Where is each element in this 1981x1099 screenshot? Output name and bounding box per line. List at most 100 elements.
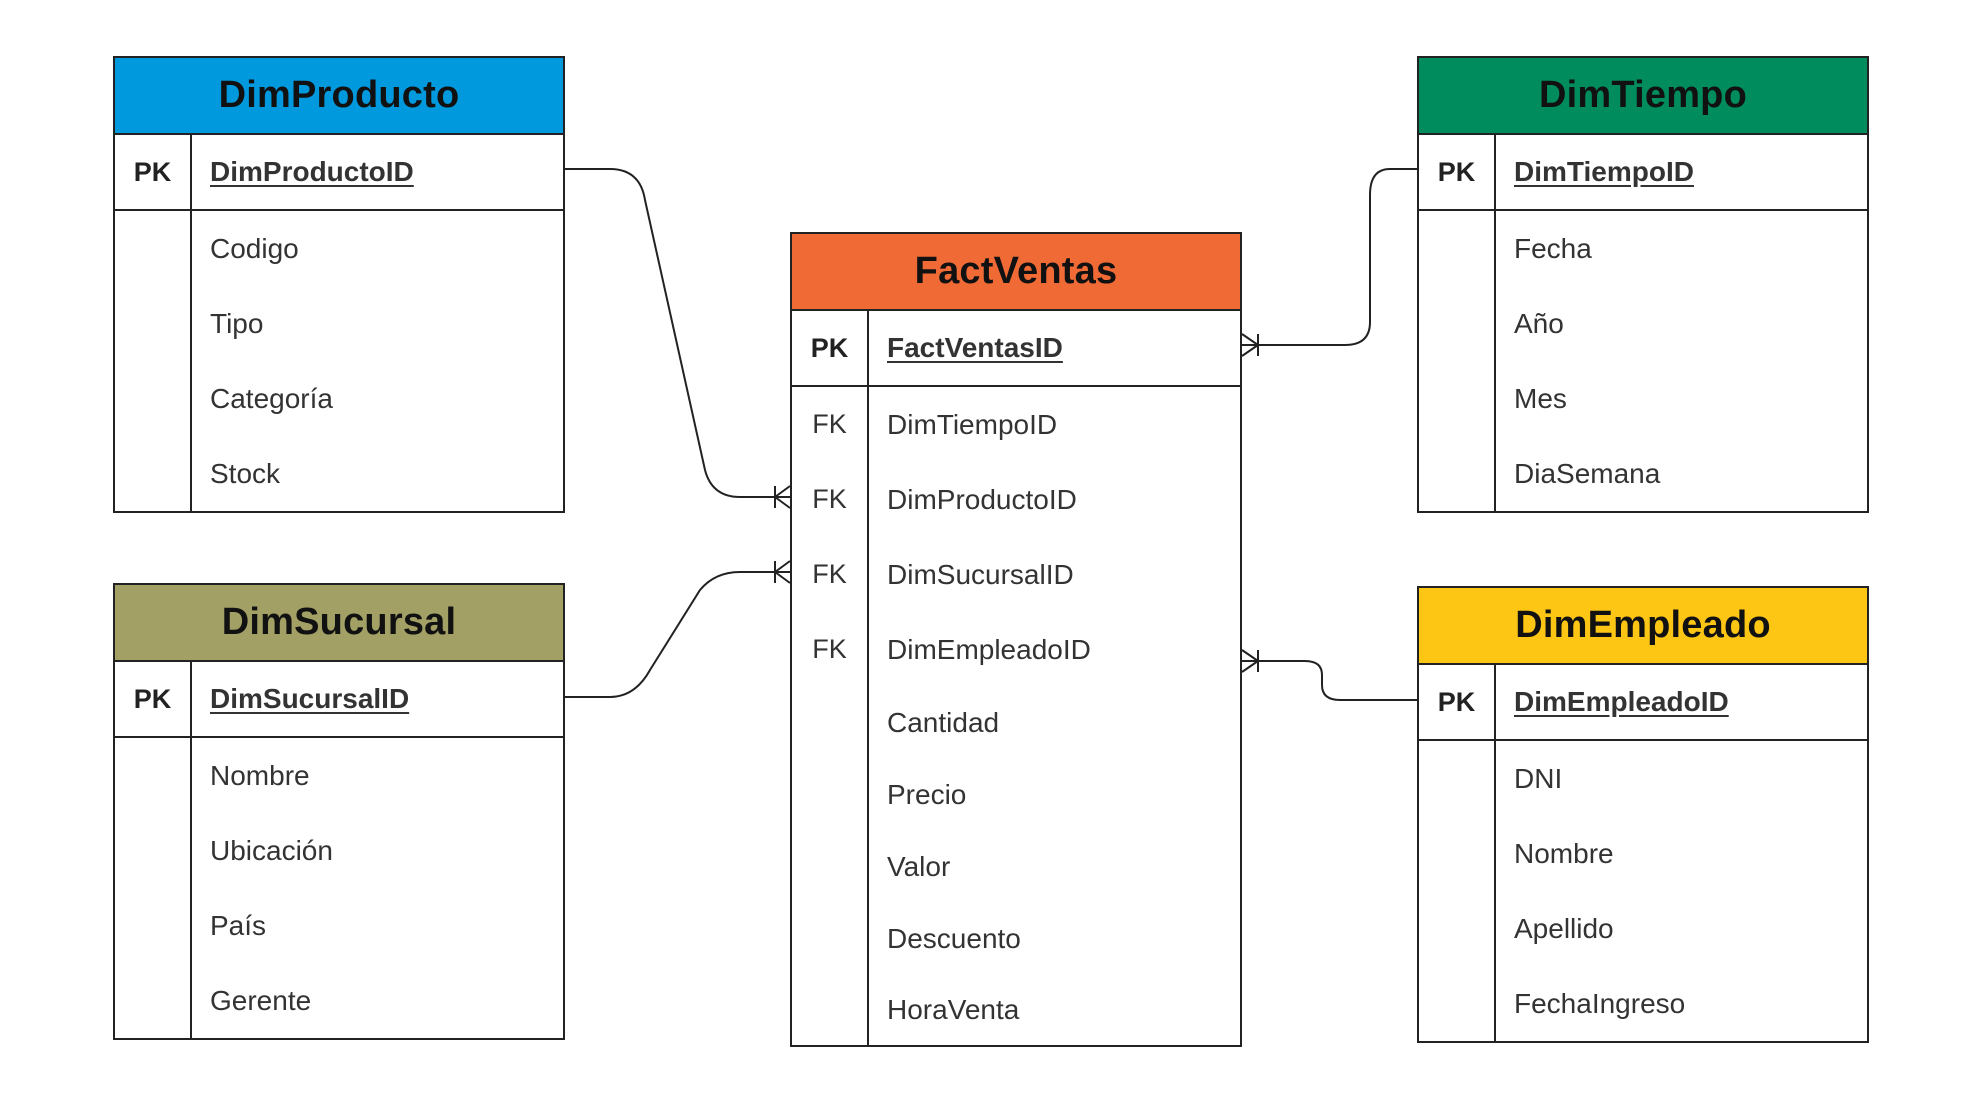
fk-row: FK [792, 387, 867, 462]
entity-title: FactVentas [914, 250, 1118, 292]
field-name: DimEmpleadoID [887, 633, 1091, 665]
entity-dimempleado-header: DimEmpleado [1419, 588, 1867, 665]
field-name: Tipo [210, 307, 264, 339]
primary-key-row: PK FactVentasID [792, 311, 1240, 387]
crows-foot-icon [1241, 333, 1259, 357]
field-row: Ubicación [192, 813, 563, 888]
field-name: Fecha [1514, 232, 1592, 264]
field-name: Ubicación [210, 834, 333, 866]
field-row: DimSucursalID [869, 537, 1240, 612]
entity-dimtiempo[interactable]: DimTiempo PK DimTiempoID Fecha Año Mes D… [1417, 56, 1869, 513]
field-name: Precio [887, 779, 967, 810]
field-row: Stock [192, 436, 563, 511]
field-row: HoraVenta [869, 975, 1240, 1045]
pk-field: DimTiempoID [1514, 156, 1694, 187]
entity-title: DimEmpleado [1515, 604, 1771, 646]
field-name: Codigo [210, 232, 299, 264]
field-name: DiaSemana [1514, 457, 1661, 489]
key-column: FK FK FK FK [792, 387, 869, 1045]
entity-factventas-header: FactVentas [792, 234, 1240, 311]
pk-label: PK [1419, 665, 1496, 739]
field-name: DNI [1514, 762, 1563, 794]
field-name: DimProductoID [887, 483, 1077, 515]
entity-body: Fecha Año Mes DiaSemana [1419, 211, 1867, 511]
fk-row: FK [792, 537, 867, 612]
connector-dimtiempo-factventas [1242, 168, 1417, 346]
key-column [1419, 211, 1496, 511]
entity-dimtiempo-header: DimTiempo [1419, 58, 1867, 135]
field-row: DNI [1496, 741, 1867, 816]
entity-dimsucursal[interactable]: DimSucursal PK DimSucursalID Nombre Ubic… [113, 583, 565, 1040]
entity-factventas[interactable]: FactVentas PK FactVentasID FK FK FK FK D… [790, 232, 1242, 1047]
field-name: Año [1514, 307, 1564, 339]
field-name: DimTiempoID [887, 408, 1058, 440]
pk-label: PK [115, 662, 192, 736]
fk-row: FK [792, 462, 867, 537]
primary-key-row: PK DimEmpleadoID [1419, 665, 1867, 741]
field-row: Precio [869, 759, 1240, 831]
crows-foot-icon [1241, 649, 1259, 673]
field-list: DimTiempoID DimProductoID DimSucursalID … [869, 387, 1240, 1045]
connector-dimempleado-factventas [1242, 660, 1417, 701]
entity-title: DimTiempo [1538, 74, 1748, 116]
entity-dimproducto[interactable]: DimProducto PK DimProductoID Codigo Tipo… [113, 56, 565, 513]
entity-body: DNI Nombre Apellido FechaIngreso [1419, 741, 1867, 1041]
field-name: Mes [1514, 382, 1567, 414]
field-row: Mes [1496, 361, 1867, 436]
field-row: Descuento [869, 903, 1240, 975]
field-row: Categoría [192, 361, 563, 436]
field-row: DimEmpleadoID [869, 612, 1240, 687]
pk-label: PK [115, 135, 192, 209]
field-list: DNI Nombre Apellido FechaIngreso [1496, 741, 1867, 1041]
entity-body: FK FK FK FK DimTiempoID DimProductoID Di… [792, 387, 1240, 1045]
fk-label: FK [812, 559, 847, 589]
primary-key-row: PK DimTiempoID [1419, 135, 1867, 211]
field-name: Nombre [210, 759, 310, 791]
field-row: DiaSemana [1496, 436, 1867, 511]
pk-field: FactVentasID [887, 332, 1063, 363]
pk-field: DimEmpleadoID [1514, 686, 1729, 717]
entity-title: DimProducto [218, 74, 460, 116]
field-name: FechaIngreso [1514, 987, 1686, 1019]
field-row: País [192, 888, 563, 963]
key-column [115, 211, 192, 511]
crows-foot-icon [774, 485, 791, 509]
field-row: DimProductoID [869, 462, 1240, 537]
field-name: Gerente [210, 984, 312, 1016]
field-list: Nombre Ubicación País Gerente [192, 738, 563, 1038]
entity-body: Codigo Tipo Categoría Stock [115, 211, 563, 511]
field-row: FechaIngreso [1496, 966, 1867, 1041]
field-row: Valor [869, 831, 1240, 903]
pk-field: DimProductoID [210, 156, 414, 187]
field-name: Descuento [887, 923, 1021, 954]
pk-label: PK [1419, 135, 1496, 209]
field-row: Apellido [1496, 891, 1867, 966]
pk-label: PK [792, 311, 869, 385]
field-row: Nombre [1496, 816, 1867, 891]
connector-dimsucursal-factventas [565, 571, 790, 698]
field-list: Fecha Año Mes DiaSemana [1496, 211, 1867, 511]
field-row: Tipo [192, 286, 563, 361]
crows-foot-icon [774, 560, 791, 584]
field-row: Año [1496, 286, 1867, 361]
entity-dimsucursal-header: DimSucursal [115, 585, 563, 662]
field-name: Apellido [1514, 912, 1614, 944]
field-name: Cantidad [887, 707, 1000, 738]
field-name: Categoría [210, 382, 333, 414]
entity-dimempleado[interactable]: DimEmpleado PK DimEmpleadoID DNI Nombre … [1417, 586, 1869, 1043]
fk-label: FK [812, 634, 847, 664]
field-name: País [210, 909, 267, 941]
fk-label: FK [812, 409, 847, 439]
pk-field: DimSucursalID [210, 683, 410, 714]
field-name: Stock [210, 457, 281, 489]
field-row: Gerente [192, 963, 563, 1038]
field-list: Codigo Tipo Categoría Stock [192, 211, 563, 511]
key-column [1419, 741, 1496, 1041]
field-name: Nombre [1514, 837, 1614, 869]
key-column [115, 738, 192, 1038]
field-name: HoraVenta [887, 994, 1020, 1025]
entity-title: DimSucursal [221, 601, 457, 643]
connector-dimproducto-factventas [565, 168, 790, 498]
field-name: DimSucursalID [887, 558, 1074, 590]
field-row: Fecha [1496, 211, 1867, 286]
